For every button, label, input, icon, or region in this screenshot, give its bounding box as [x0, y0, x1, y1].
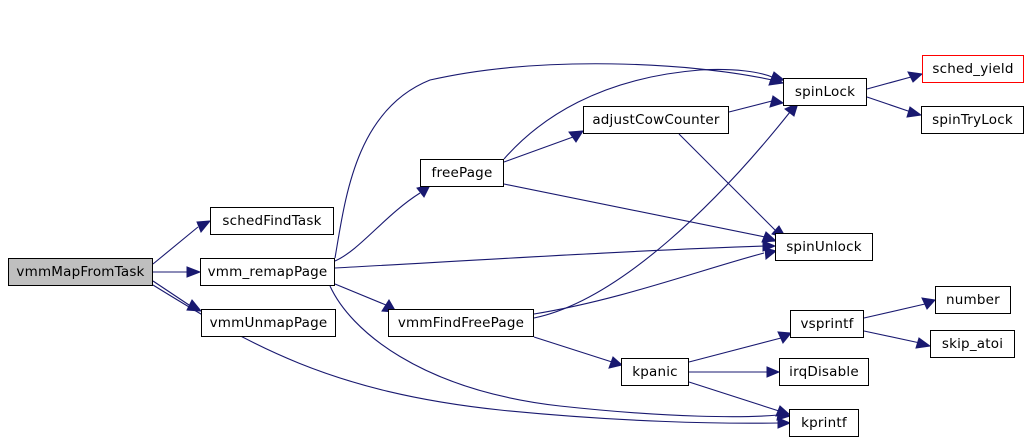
edge-vsprintf-number: [863, 297, 936, 319]
edge-spinLock-spinTryLock: [866, 96, 923, 118]
edge-vmm_remapPage-kprintf: [329, 285, 792, 421]
edge-adjustCowCounter-spinLock: [728, 95, 785, 113]
node-spinUnlock[interactable]: spinUnlock: [775, 233, 873, 261]
node-freePage[interactable]: freePage: [420, 159, 504, 187]
node-label: freePage: [431, 165, 493, 181]
node-vmmMapFromTask[interactable]: vmmMapFromTask: [8, 258, 153, 286]
edge-vmmMapFromTask-kprintf: [152, 284, 792, 429]
node-label: adjustCowCounter: [592, 112, 720, 128]
edge-vmmMapFromTask-vmm_remapPage: [153, 266, 202, 278]
node-label: vmm_remapPage: [207, 264, 328, 280]
edge-kpanic-irqDisable: [689, 366, 781, 378]
edge-vmm_remapPage-vmmFindFreePage: [334, 283, 397, 313]
node-spinTryLock[interactable]: spinTryLock: [921, 106, 1024, 134]
node-vsprintf[interactable]: vsprintf: [790, 310, 864, 338]
edge-vmmFindFreePage-kpanic: [533, 336, 624, 369]
edge-vmmFindFreePage-spinUnlock: [533, 247, 778, 315]
node-vmmFindFreePage[interactable]: vmmFindFreePage: [388, 309, 534, 337]
edge-vsprintf-skip_atoi: [863, 330, 932, 349]
edge-vmm_remapPage-spinUnlock: [334, 240, 777, 269]
node-label: spinUnlock: [786, 239, 862, 255]
edge-freePage-adjustCowCounter: [503, 130, 584, 163]
node-sched_yield[interactable]: sched_yield: [922, 55, 1024, 83]
node-label: sched_yield: [932, 61, 1014, 77]
edge-kpanic-vsprintf: [688, 331, 792, 363]
node-schedFindTask[interactable]: schedFindTask: [210, 207, 334, 235]
edge-vmmMapFromTask-schedFindTask: [152, 220, 212, 265]
edge-kpanic-kprintf: [688, 381, 791, 417]
node-label: spinLock: [794, 84, 856, 100]
node-kprintf[interactable]: kprintf: [789, 409, 859, 437]
node-label: kpanic: [632, 364, 678, 380]
edge-freePage-spinUnlock: [503, 183, 778, 243]
node-label: vmmUnmapPage: [209, 315, 328, 331]
node-adjustCowCounter[interactable]: adjustCowCounter: [583, 106, 729, 134]
node-label: kprintf: [801, 415, 847, 431]
node-label: irqDisable: [789, 364, 859, 380]
node-skip_atoi[interactable]: skip_atoi: [930, 330, 1015, 358]
node-label: vmmFindFreePage: [397, 315, 525, 331]
node-label: vmmMapFromTask: [16, 264, 145, 280]
node-irqDisable[interactable]: irqDisable: [779, 358, 869, 386]
edge-vmmMapFromTask-vmmUnmapPage: [152, 280, 203, 312]
edge-vmm_remapPage-spinLock: [334, 63, 785, 259]
node-kpanic[interactable]: kpanic: [621, 358, 689, 386]
edge-vmmFindFreePage-spinLock: [533, 102, 799, 319]
node-label: skip_atoi: [941, 336, 1004, 352]
node-label: vsprintf: [800, 316, 854, 332]
edge-vmm_remapPage-freePage: [334, 184, 431, 262]
node-label: number: [946, 292, 1000, 308]
node-vmm_remapPage[interactable]: vmm_remapPage: [200, 258, 335, 286]
node-label: schedFindTask: [222, 213, 322, 229]
node-spinLock[interactable]: spinLock: [783, 78, 867, 106]
node-label: spinTryLock: [932, 112, 1013, 128]
edge-spinLock-sched_yield: [866, 71, 924, 90]
node-vmmUnmapPage[interactable]: vmmUnmapPage: [201, 309, 336, 337]
edge-freePage-spinLock: [503, 68, 786, 160]
node-number[interactable]: number: [935, 286, 1011, 314]
